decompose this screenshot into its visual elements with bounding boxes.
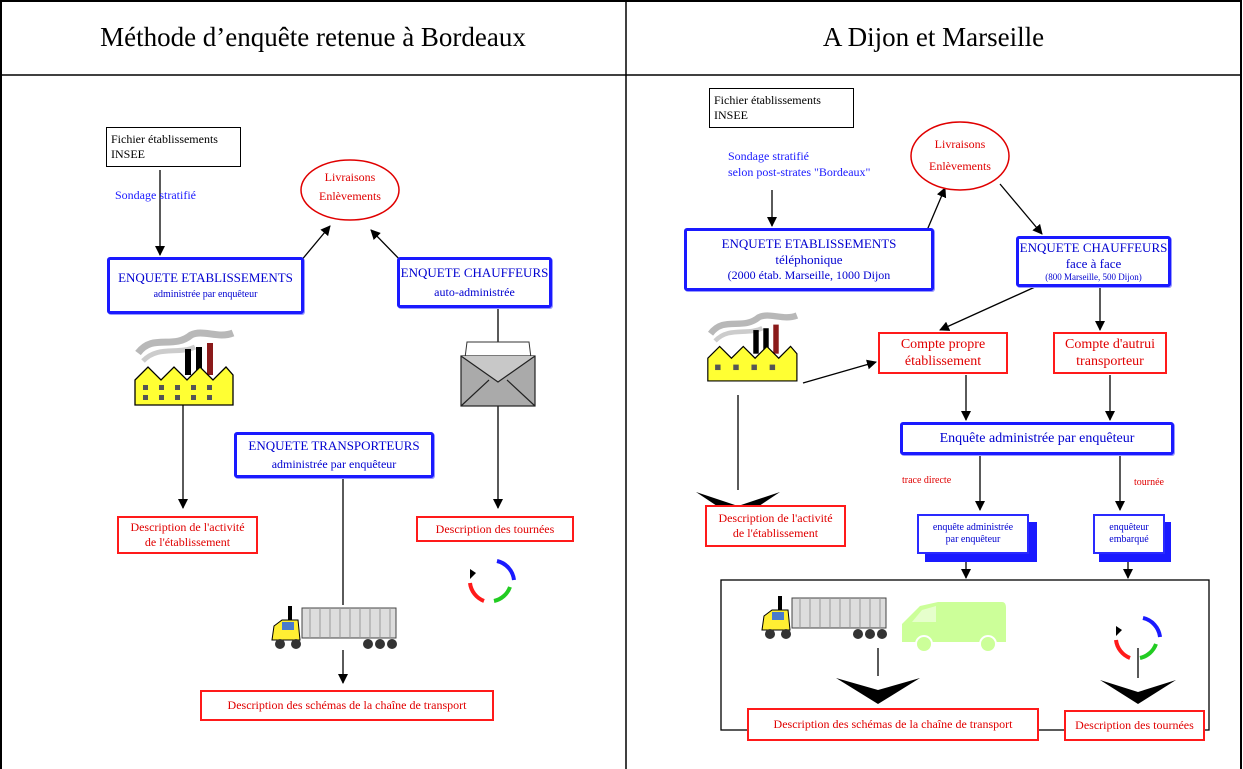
oval-line-1: Livraisons [324,170,376,184]
cycle-arrows-icon-right [1114,616,1162,660]
truck-icon-right [761,596,887,639]
right-desc-tournees: Description des tournées [1064,710,1205,741]
oval-line-2: Enlèvements [319,188,381,203]
transp-sub: administrée par enquêteur [271,456,397,471]
r-chauff-sub: face à face [1065,255,1122,271]
r-chauff-title: ENQUETE CHAUFFEURS [1019,239,1168,255]
left-sondage-label: Sondage stratifié [115,188,196,202]
r-etab-title: ENQUETE ETABLISSEMENTS [721,235,897,251]
right-insee-box: Fichier établissements INSEE [709,88,854,128]
r-embarque-2: embarqué [1109,534,1149,545]
r-oval-line-1: Livraisons [934,137,986,151]
r-sondage-line-1: Sondage stratifié [728,149,809,163]
right-tournee-label: tournée [1134,477,1164,488]
r-sondage-line-2: selon post-strates "Bordeaux" [728,165,871,180]
insee-line-1: Fichier établissements [111,132,218,146]
left-chauff-box: ENQUETE CHAUFFEURS auto-administrée [397,257,552,308]
right-sondage-label: Sondage stratifié selon post-strates "Bo… [728,148,870,180]
right-desc-activite: Description de l'activité de l'établisse… [705,505,846,547]
etab-title: ENQUETE ETABLISSEMENTS [118,269,293,285]
header-left: Méthode d’enquête retenue à Bordeaux [100,22,526,52]
r-oval-line-2: Enlèvements [929,158,991,173]
factory-icon [134,329,235,406]
r-enq-admin2-2: par enquêteur [945,534,1001,545]
r-enq-admin2-1: enquête administrée [932,521,1014,533]
r-embarque-1: enquêteur [1109,521,1149,533]
right-compte-propre: Compte propre établissement [878,332,1008,374]
left-desc-tournees: Description des tournées [416,516,574,542]
r-insee-line-2: INSEE [714,108,748,122]
insee-line-2: INSEE [111,147,145,161]
r-etab-count: (2000 étab. Marseille, 1000 Dijon [727,268,891,283]
chauff-sub: auto-administrée [434,285,515,300]
left-transp-box: ENQUETE TRANSPORTEURS administrée par en… [234,432,434,478]
van-icon [902,602,1006,653]
cycle-arrows-icon [468,559,516,603]
r-compte-autrui-1: Compte d'autrui [1064,336,1155,352]
desc-activite-line-2: de l'établissement [144,535,231,549]
right-desc-schemas: Description des schémas de la chaîne de … [747,708,1039,741]
envelope-icon [460,341,536,407]
r-compte-propre-2: établissement [904,354,982,369]
right-enq-admin2: enquête administrée par enquêteur [917,514,1029,554]
right-etab-box: ENQUETE ETABLISSEMENTS téléphonique (200… [684,228,934,291]
factory-icon-right [707,312,799,382]
r-desc-activite-1: Description de l'activité [718,511,833,525]
r-compte-propre-1: Compte propre [900,336,986,352]
etab-sub: administrée par enquêteur [153,288,258,300]
r-etab-sub: téléphonique [775,252,843,267]
transp-title: ENQUETE TRANSPORTEURS [248,438,420,454]
header-right: A Dijon et Marseille [822,22,1045,52]
left-etab-box: ENQUETE ETABLISSEMENTS administrée par e… [107,257,304,314]
desc-activite-line-1: Description de l'activité [130,520,245,534]
left-oval-label: Livraisons Enlèvements [301,168,399,205]
truck-icon [271,606,397,649]
right-oval-label: Livraisons Enlèvements [911,134,1009,177]
r-chauff-count: (800 Marseille, 500 Dijon) [1045,272,1142,283]
right-compte-autrui: Compte d'autrui transporteur [1053,332,1167,374]
left-insee-box: Fichier établissements INSEE [106,127,241,167]
right-enq-embarque: enquêteur embarqué [1093,514,1165,554]
right-trace-label: trace directe [902,475,952,486]
chauff-title: ENQUETE CHAUFFEURS [400,264,549,280]
left-desc-activite: Description de l'activité de l'établisse… [117,516,258,554]
r-desc-activite-2: de l'établissement [732,526,819,540]
right-chauff-box: ENQUETE CHAUFFEURS face à face (800 Mars… [1016,236,1171,287]
left-desc-schemas: Description des schémas de la chaîne de … [200,690,494,721]
right-enquete-admin: Enquête administrée par enquêteur [900,422,1174,455]
r-insee-line-1: Fichier établissements [714,93,821,107]
r-compte-autrui-2: transporteur [1076,354,1144,369]
